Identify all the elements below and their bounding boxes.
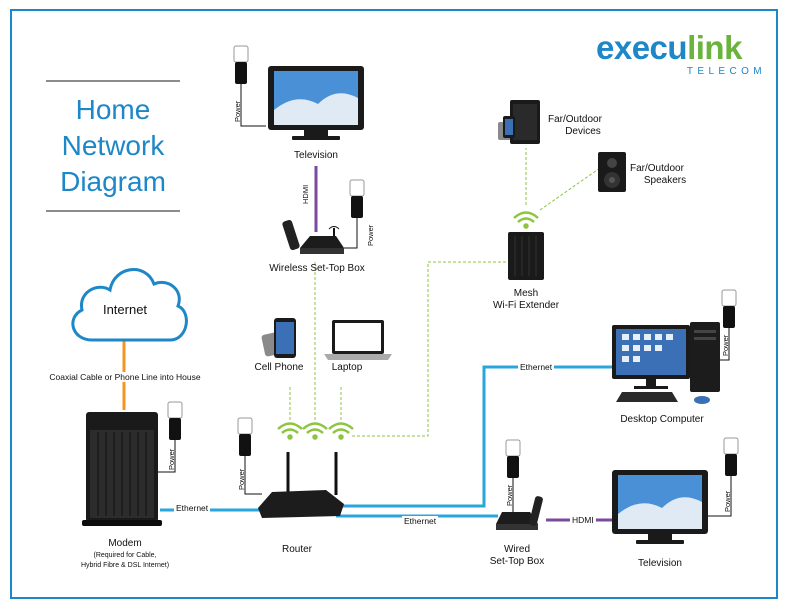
internet-cloud-icon [71,268,188,342]
power-plugs [158,45,739,517]
far-devices-label-2: Devices [565,126,601,137]
power-label: Power [721,334,730,356]
title-rule-bottom [46,210,180,212]
laptop-icon [324,320,392,360]
power-label: Power [723,490,732,512]
far-outdoor-devices-icon [498,100,540,144]
power-plug-icon [505,439,521,512]
hdmi-label-bottom: HDMI [570,515,596,525]
logo-word-part-1: execu [596,29,688,66]
far-outdoor-speakers-icon [598,152,626,192]
power-plug-icon [720,289,737,361]
television-top-icon [268,66,364,140]
diagram-title: Home Network Diagram [44,92,182,200]
modem-label: Modem [108,538,142,549]
logo-subtitle: TELECOM [686,66,766,77]
far-devices-label-1: Far/Outdoor [548,114,602,125]
wired-stb-label-2: Set-Top Box [489,556,545,567]
modem-note-1: (Required for Cable, [93,552,157,559]
mesh-wifi-extender-icon [508,232,544,280]
power-plug-icon [344,179,365,249]
television-bottom-label: Television [638,558,682,569]
power-label: Power [366,224,375,246]
ethernet-label-modem-router: Ethernet [174,503,211,513]
desktop-computer-label: Desktop Computer [620,414,704,425]
cell-phone-label: Cell Phone [254,362,304,373]
far-speakers-label-1: Far/Outdoor [630,163,684,174]
ethernet-label-router-stb: Ethernet [402,516,439,526]
wireless-set-top-box-icon [282,219,344,254]
power-label: Power [505,484,514,506]
router-label: Router [281,544,312,555]
power-plug-icon [158,401,183,473]
wireless-set-top-box-label: Wireless Set-Top Box [269,263,365,274]
diagram-frame [10,9,778,599]
wifi-icon-mesh [513,211,539,229]
power-label: Power [167,448,176,470]
modem-icon [82,412,162,526]
ethernet-link-router-desktop [340,365,612,508]
internet-label: Internet [102,302,148,317]
laptop-label: Laptop [331,362,363,373]
wired-set-top-box-icon [496,496,543,530]
cell-phone-icon [261,318,296,358]
hdmi-label-top: HDMI [301,184,310,204]
wired-stb-label-1: Wired [503,544,531,555]
far-speakers-label-2: Speakers [643,175,687,186]
power-plug-icon [237,417,262,495]
television-top-label: Television [294,150,338,161]
ethernet-label-router-desktop: Ethernet [518,362,555,372]
logo-word-part-2: link [687,29,742,66]
execulink-logo: execulink TELECOM [596,30,762,78]
desktop-computer-icon [612,322,720,404]
modem-note-2: Hybrid Fibre & DSL Internet) [80,562,170,569]
coax-label: Coaxial Cable or Phone Line into House [30,372,220,382]
power-plug-icon [708,437,739,517]
power-label: Power [233,100,242,122]
television-bottom-icon [612,470,708,544]
logo-wordmark: execulink [596,30,762,66]
title-line-3: Diagram [60,166,166,197]
mesh-label-1: Mesh [513,288,539,299]
title-line-2: Network [61,130,165,161]
mesh-label-2: Wi-Fi Extender [492,300,560,311]
wifi-icon-router [277,422,354,440]
wifi-links [289,148,601,437]
power-plug-icon [233,45,266,127]
title-rule-top [46,80,180,82]
title-line-1: Home [75,94,151,125]
power-label: Power [237,468,246,490]
router-icon [258,452,344,518]
